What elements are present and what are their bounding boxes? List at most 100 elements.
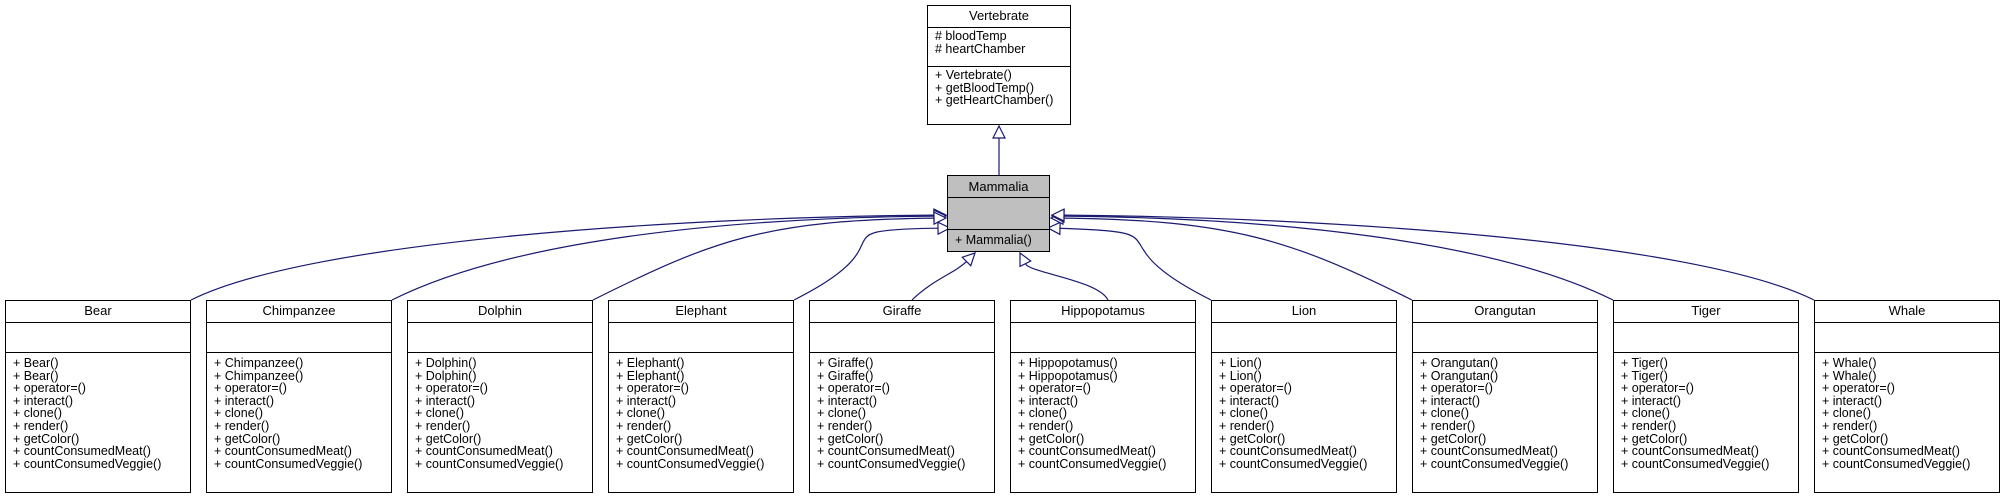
method: + countConsumedVeggie() <box>817 456 966 471</box>
edge-lion-to-mammalia <box>1059 227 1212 301</box>
class-box-dolphin[interactable]: Dolphin+ Dolphin()+ Dolphin()+ operator=… <box>407 300 593 493</box>
method: + getColor() <box>1822 431 1889 446</box>
attribute-section <box>408 322 592 352</box>
edge-dolphin-to-mammalia <box>592 217 935 301</box>
method: + Elephant() <box>616 356 685 370</box>
method: + render() <box>616 418 672 433</box>
class-box-elephant[interactable]: Elephant+ Elephant()+ Elephant()+ operat… <box>608 300 794 493</box>
class-name: Chimpanzee <box>262 303 336 318</box>
attribute-section <box>207 322 391 352</box>
method: + render() <box>817 418 873 433</box>
attribute-section <box>609 322 793 352</box>
method: + operator=() <box>1420 381 1493 396</box>
method: + Bear() <box>13 356 59 370</box>
method: + Hippopotamus() <box>1018 356 1118 370</box>
method-section: + Mammalia() <box>948 229 1049 251</box>
edge-whale-to-mammalia <box>1063 214 1815 301</box>
method: + operator=() <box>13 381 86 396</box>
attribute-section <box>948 197 1049 229</box>
method: + Mammalia() <box>955 233 1032 247</box>
method: + render() <box>214 418 270 433</box>
class-box-mammalia[interactable]: Mammalia + Mammalia() <box>947 175 1050 252</box>
method: + operator=() <box>415 381 488 396</box>
method-section: + Bear()+ Bear()+ operator=()+ interact(… <box>6 352 190 492</box>
class-name: Elephant <box>675 303 727 318</box>
method: + Bear() <box>13 368 59 383</box>
class-box-bear[interactable]: Bear+ Bear()+ Bear()+ operator=()+ inter… <box>5 300 191 493</box>
method: + interact() <box>817 393 878 408</box>
method: + interact() <box>1621 393 1682 408</box>
method-section: + Vertebrate() + getBloodTemp() + getHea… <box>928 66 1070 124</box>
class-box-hippopotamus[interactable]: Hippopotamus+ Hippopotamus()+ Hippopotam… <box>1010 300 1196 493</box>
method: + interact() <box>13 393 74 408</box>
method: + getColor() <box>1018 431 1085 446</box>
edge-tiger-to-mammalia <box>1063 215 1614 301</box>
edge-bear-to-mammalia <box>190 214 935 301</box>
method: + countConsumedVeggie() <box>415 456 564 471</box>
method: + operator=() <box>1621 381 1694 396</box>
class-box-orangutan[interactable]: Orangutan+ Orangutan()+ Orangutan()+ ope… <box>1412 300 1598 493</box>
method: + Whale() <box>1822 368 1877 383</box>
edge-orangutan-to-mammalia <box>1062 217 1413 301</box>
method: + clone() <box>13 406 62 421</box>
method: + clone() <box>415 406 464 421</box>
method: + Orangutan() <box>1420 368 1499 383</box>
method: + countConsumedVeggie() <box>13 456 162 471</box>
method: + countConsumedMeat() <box>616 444 754 459</box>
attribute-section <box>1011 322 1195 352</box>
method: + getColor() <box>1420 431 1487 446</box>
method: + countConsumedMeat() <box>13 444 151 459</box>
method: + getHeartChamber() <box>935 93 1054 108</box>
method: + countConsumedMeat() <box>1822 444 1960 459</box>
edge-chimpanzee-to-mammalia <box>391 215 935 301</box>
method: + countConsumedMeat() <box>1219 444 1357 459</box>
method: + Orangutan() <box>1420 356 1499 370</box>
method-section: + Lion()+ Lion()+ operator=()+ interact(… <box>1212 352 1396 492</box>
attribute-section <box>1815 322 1999 352</box>
method-section: + Hippopotamus()+ Hippopotamus()+ operat… <box>1011 352 1195 492</box>
class-name: Tiger <box>1691 303 1721 318</box>
class-box-chimpanzee[interactable]: Chimpanzee+ Chimpanzee()+ Chimpanzee()+ … <box>206 300 392 493</box>
class-box-giraffe[interactable]: Giraffe+ Giraffe()+ Giraffe()+ operator=… <box>809 300 995 493</box>
edge-elephant-to-mammalia <box>793 227 939 301</box>
method: + countConsumedMeat() <box>1621 444 1759 459</box>
method: + clone() <box>1822 406 1871 421</box>
attribute: # heartChamber <box>935 41 1026 56</box>
method: + getColor() <box>415 431 482 446</box>
attribute: # bloodTemp <box>935 29 1007 43</box>
method-section: + Elephant()+ Elephant()+ operator=()+ i… <box>609 352 793 492</box>
method: + Dolphin() <box>415 368 477 383</box>
method: + operator=() <box>616 381 689 396</box>
arrow-head <box>992 124 1006 139</box>
class-box-lion[interactable]: Lion + Lion()+ Lion()+ operator=()+ inter… <box>1211 300 1397 493</box>
edge-hippopotamus-to-mammalia <box>1024 263 1109 301</box>
method: + clone() <box>1420 406 1469 421</box>
method: + countConsumedVeggie() <box>1822 456 1971 471</box>
method: + Elephant() <box>616 368 685 383</box>
class-box-tiger[interactable]: Tiger+ Tiger()+ Tiger()+ operator=()+ in… <box>1613 300 1799 493</box>
method: + render() <box>1420 418 1476 433</box>
method: + interact() <box>1420 393 1481 408</box>
method: + clone() <box>817 406 866 421</box>
method: + countConsumedVeggie() <box>1420 456 1569 471</box>
attribute-section: # bloodTemp # heartChamber <box>928 27 1070 66</box>
method: + interact() <box>214 393 275 408</box>
attribute-section <box>6 322 190 352</box>
method: + render() <box>415 418 471 433</box>
method: + countConsumedMeat() <box>817 444 955 459</box>
method: + interact() <box>616 393 677 408</box>
class-box-whale[interactable]: Whale+ Whale()+ Whale()+ operator=()+ in… <box>1814 300 2000 493</box>
method: + operator=() <box>817 381 890 396</box>
class-name: Lion <box>1291 303 1317 318</box>
class-box-vertebrate[interactable]: Vertebrate # bloodTemp # heartChamber + … <box>927 5 1071 125</box>
attribute-section <box>1212 322 1396 352</box>
method: + render() <box>1822 418 1878 433</box>
class-name: Orangutan <box>1474 303 1536 318</box>
method: + Tiger() <box>1621 356 1668 370</box>
method: + Chimpanzee() <box>214 356 304 370</box>
method: + clone() <box>1621 406 1670 421</box>
method: + Vertebrate() <box>935 68 1012 82</box>
method: + interact() <box>415 393 476 408</box>
method: + countConsumedMeat() <box>415 444 553 459</box>
method: + clone() <box>1018 406 1067 421</box>
